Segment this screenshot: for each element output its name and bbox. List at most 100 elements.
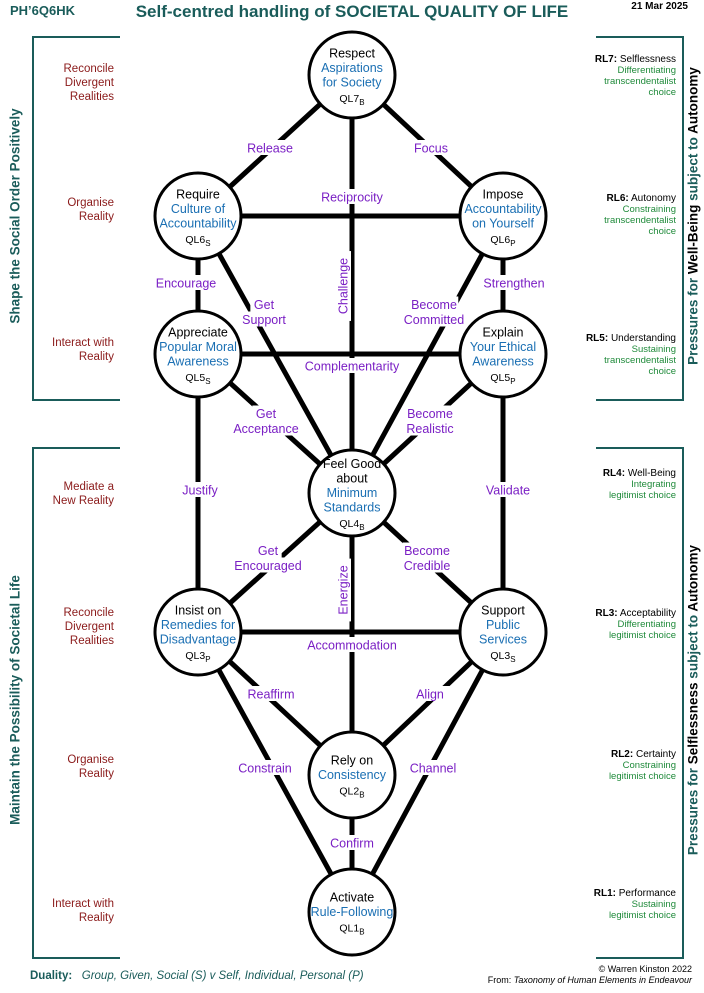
node-head: Support — [481, 603, 525, 617]
path-label-bg — [302, 637, 402, 652]
rl-name: RL3: Acceptability — [566, 608, 676, 619]
path-label-text: Get — [254, 298, 275, 312]
rl-choice: Differentiating — [617, 619, 676, 630]
path-label-bg — [399, 311, 469, 327]
node-code: QL7B — [339, 93, 364, 107]
rl-choice: choice — [648, 366, 676, 377]
path-label-bg — [410, 140, 452, 155]
level-left-label-line: Reality — [78, 211, 114, 223]
node-circle — [307, 730, 397, 820]
node-sub: Accountability — [464, 202, 542, 216]
level-left-label-line: Organise — [67, 197, 114, 209]
path-label-text: Accommodation — [307, 639, 397, 653]
source-title: Taxonomy of Human Elements in Endeavour — [513, 975, 692, 985]
rl-name: RL2: Certainty — [566, 749, 676, 760]
path-label-bg — [252, 405, 280, 421]
level-left-label-line: Reality — [78, 912, 114, 924]
node-sub: Accountability — [159, 216, 237, 230]
rl-term: Well-Being — [627, 468, 676, 479]
path-label-text: Committed — [404, 313, 464, 327]
node-sub: Awareness — [472, 354, 534, 368]
node-code-suffix: S — [205, 239, 210, 248]
node-circle — [153, 309, 243, 399]
level-left-label-line: Reality — [78, 768, 114, 780]
path-label-bg — [151, 275, 221, 290]
copyright: © Warren Kinston 2022 — [598, 964, 692, 974]
path-label-bg — [242, 140, 298, 155]
rl-code: RL6: — [606, 193, 629, 204]
path-label-text: Realistic — [406, 422, 453, 436]
path-label-bg — [409, 686, 451, 701]
node-code-suffix: B — [359, 523, 364, 532]
path-label-text: Confirm — [330, 837, 374, 851]
node-head: about — [336, 472, 368, 486]
path-label-bg — [227, 420, 305, 436]
rl-term: Understanding — [610, 333, 676, 344]
path-label-text: Release — [247, 142, 293, 156]
node-circle — [307, 867, 397, 957]
rl-code: RL7: — [594, 54, 618, 65]
node-sub: for Society — [322, 75, 382, 89]
level-left-label-line: Realities — [69, 635, 114, 647]
path-label-text: Reciprocity — [321, 191, 384, 205]
rl-choice: Sustaining — [631, 344, 676, 355]
node-head: Feel Good — [323, 457, 381, 471]
rl-name: RL4: Well-Being — [566, 468, 676, 479]
path-label-bg — [229, 557, 307, 573]
node-circle — [458, 171, 548, 261]
path-label-align: Align — [409, 686, 451, 702]
node-code-suffix: B — [359, 98, 364, 107]
path-label-reaffirm: Reaffirm — [239, 686, 303, 702]
path-label-text: Credible — [404, 559, 451, 573]
rl-term: Acceptability — [619, 608, 676, 619]
node-code: QL1B — [339, 923, 364, 937]
lower-left-bracket — [32, 447, 120, 959]
duality-note: Duality: Group, Given, Social (S) v Self… — [30, 970, 364, 982]
rl-term: Certainty — [635, 749, 676, 760]
node-head: Respect — [329, 46, 375, 60]
path-label-strengthen: Strengthen — [475, 275, 553, 291]
rl-choice: Differentiating — [617, 65, 676, 76]
rl-choice: transcendentalist — [604, 76, 676, 87]
path-label-bg — [335, 251, 351, 321]
path-label-bg — [395, 420, 465, 436]
path-label-complementarity: Complementarity — [295, 358, 409, 374]
level-left-label-line: Reconcile — [63, 607, 115, 619]
path-label-text: Encouraged — [234, 559, 301, 573]
node-code-text: QL5 — [490, 372, 510, 384]
path-label-bg — [324, 835, 380, 850]
path-label-reciprocity: Reciprocity — [309, 189, 395, 205]
rl-choice: legitimist choice — [608, 910, 676, 921]
node-head: Impose — [483, 187, 524, 201]
rl-choice: transcendentalist — [604, 355, 676, 366]
node-circle — [307, 448, 397, 538]
rl-code: RL3: — [595, 608, 618, 619]
path-label-bg — [236, 311, 292, 327]
rl-code: RL1: — [593, 888, 616, 899]
node-code-text: QL6 — [185, 234, 205, 246]
rl-choice: Constraining — [622, 204, 676, 215]
rl-code: RL4: — [602, 468, 626, 479]
path-label-confirm: Confirm — [324, 835, 380, 851]
node-sub: on Yourself — [472, 216, 534, 230]
rl-code: RL5: — [585, 333, 609, 344]
rl-choice: legitimist choice — [608, 630, 676, 641]
path-label-focus: Focus — [410, 140, 452, 156]
node-head: Insist on — [175, 603, 222, 617]
node-code-text: QL3 — [490, 650, 510, 662]
node-code: QL4B — [339, 518, 364, 532]
path-label-bg — [402, 542, 452, 558]
path-label-text: Become — [407, 407, 453, 421]
node-sub: Your Ethical — [470, 340, 536, 354]
